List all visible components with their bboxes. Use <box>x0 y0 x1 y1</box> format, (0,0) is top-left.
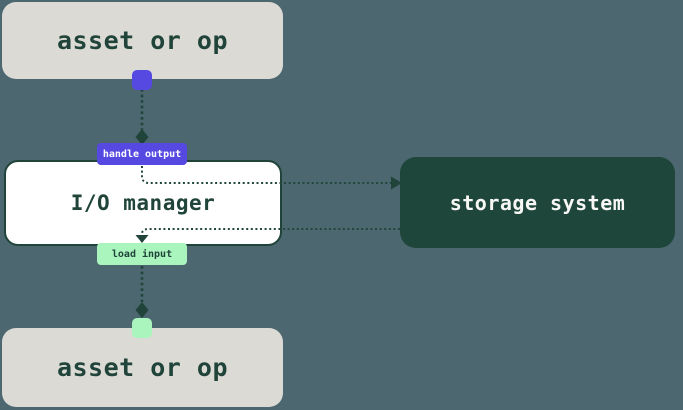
node-io-manager-label: I/O manager <box>70 191 216 215</box>
diamond-connector-icon-bottom <box>135 302 149 318</box>
node-asset-or-op-top: asset or op <box>2 2 283 79</box>
edge-label-handle-output-text: handle output <box>102 148 182 160</box>
input-port-square <box>132 318 152 338</box>
node-asset-or-op-bottom: asset or op <box>2 328 283 407</box>
node-storage-system: storage system <box>400 157 675 248</box>
node-asset-or-op-top-label: asset or op <box>56 26 229 55</box>
node-io-manager: I/O manager <box>4 160 282 246</box>
edge-label-handle-output: handle output <box>97 143 187 165</box>
output-port-square <box>132 70 152 90</box>
edge-label-load-input: load input <box>97 243 187 265</box>
node-storage-system-label: storage system <box>449 190 626 215</box>
edge-label-load-input-text: load input <box>111 248 173 260</box>
node-asset-or-op-bottom-label: asset or op <box>56 353 229 382</box>
